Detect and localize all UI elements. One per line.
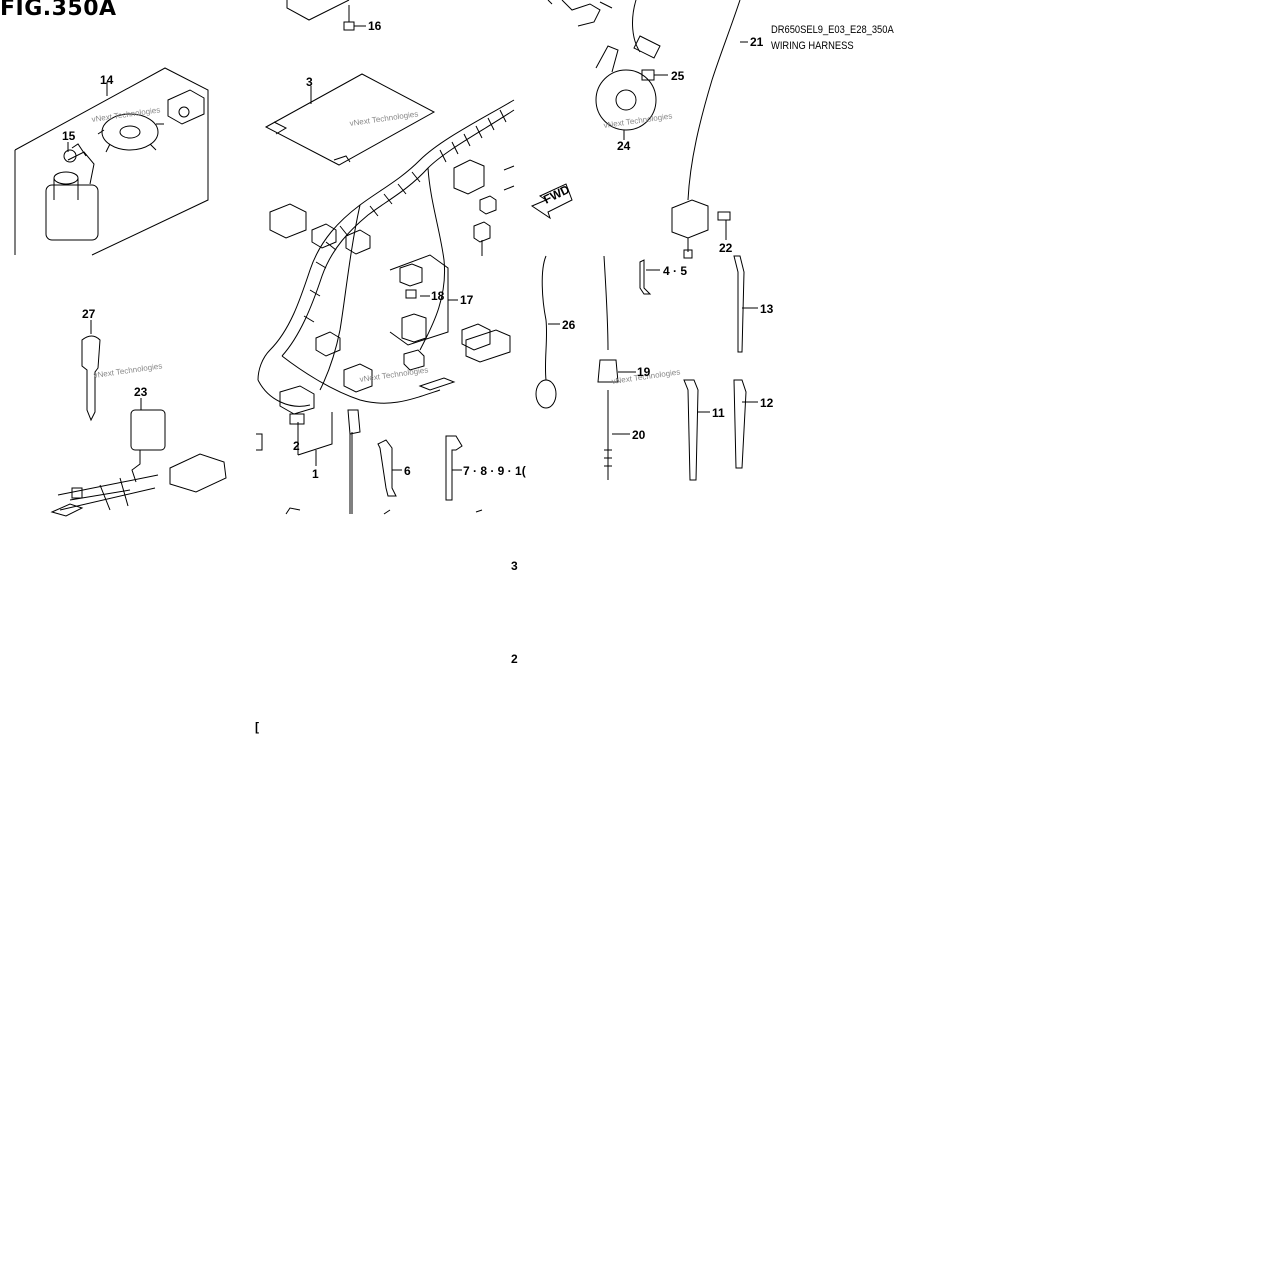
- callout-4-5: 4 · 5: [663, 264, 687, 278]
- callout-15: 15: [62, 129, 76, 143]
- relay-23-and-connectors: [50, 398, 227, 517]
- clamps-and-ties: [285, 435, 483, 515]
- figure-title: FIG.350A: [0, 0, 117, 21]
- fuse-box-assembly: [389, 254, 458, 346]
- callout-3: 3: [306, 75, 313, 89]
- callout-25: 25: [671, 69, 685, 83]
- callout-14: 14: [100, 73, 114, 87]
- callout-13: 13: [760, 302, 774, 316]
- callout-16: 16: [368, 19, 382, 33]
- callout-19: 19: [637, 365, 651, 379]
- edge-fragment: 3: [511, 559, 518, 573]
- callout-24: 24: [617, 139, 631, 153]
- fwd-label: FWD: [541, 182, 572, 207]
- callout-6: 6: [404, 464, 411, 478]
- figure-name: WIRING HARNESS: [771, 40, 854, 52]
- callout-1: 1: [312, 467, 319, 481]
- callout-26: 26: [562, 318, 576, 332]
- callout-17: 17: [460, 293, 474, 307]
- callout-18: 18: [431, 289, 445, 303]
- callout-11: 11: [712, 406, 725, 420]
- bolt-16: [286, 0, 366, 31]
- callout-2: 2: [293, 439, 300, 453]
- callout-7-8-9-10: 7 · 8 · 9 · 1(: [463, 464, 526, 478]
- forward-direction-arrow: [530, 183, 573, 220]
- callout-21: 21: [750, 35, 764, 49]
- key-blank: [81, 320, 101, 422]
- cover-sheet-3: [264, 73, 436, 166]
- edge-fragment: [: [255, 720, 259, 734]
- callout-20: 20: [632, 428, 646, 442]
- callout-27: 27: [82, 307, 96, 321]
- figure-header: DR650SEL9_E03_E28_350A WIRING HARNESS: [771, 22, 894, 54]
- callout-12: 12: [760, 396, 774, 410]
- main-wiring-harness: [256, 99, 515, 514]
- edge-fragment: 2: [511, 652, 518, 666]
- right-column-parts: [535, 0, 758, 481]
- ignition-switch-assembly: [14, 67, 209, 256]
- callout-23: 23: [134, 385, 148, 399]
- callout-22: 22: [719, 241, 733, 255]
- figure-code: DR650SEL9_E03_E28_350A: [771, 24, 894, 36]
